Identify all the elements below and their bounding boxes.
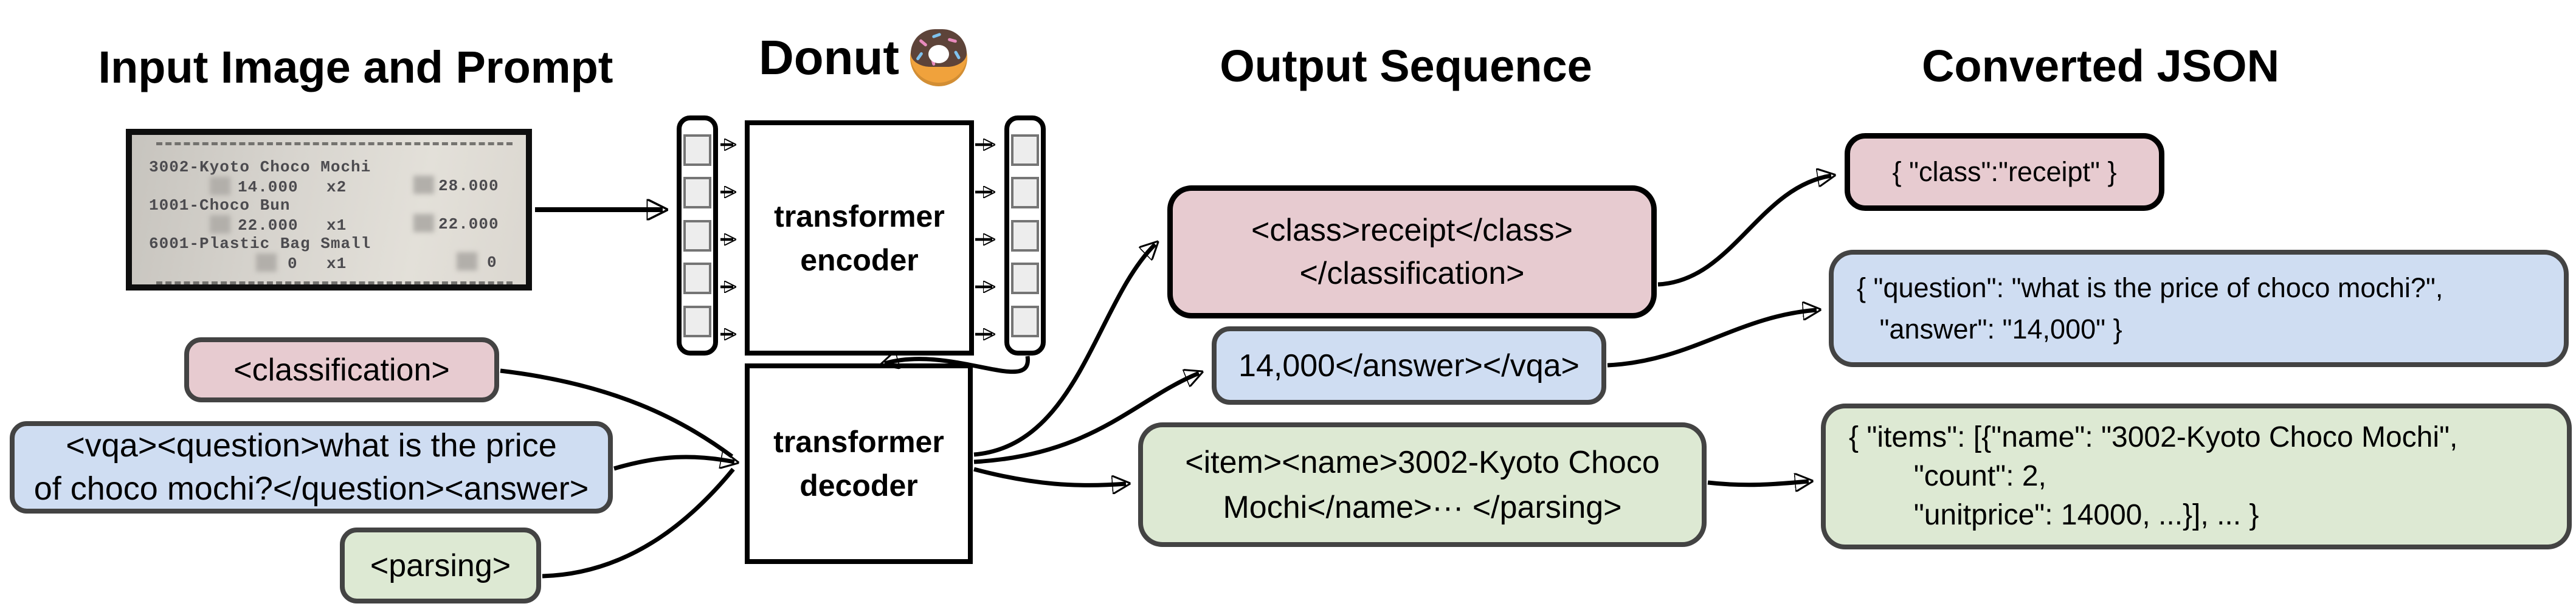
token-square	[1011, 263, 1039, 294]
arrow-decoder-to-output-parsing	[973, 467, 1126, 485]
redaction-patch	[256, 253, 277, 272]
output-parsing-line2: Mochi</name>··· </parsing>	[1223, 489, 1622, 525]
receipt-item-name: 6001-Plastic Bag Small	[149, 235, 371, 253]
model-title-text: Donut	[759, 30, 900, 84]
receipt-qty: x2	[326, 178, 347, 196]
receipt-item-name: 3002-Kyoto Choco Mochi	[149, 158, 371, 176]
column-title-model: Donut	[759, 29, 968, 86]
receipt-qty: x1	[326, 255, 347, 273]
token-square	[1011, 177, 1039, 208]
donut-icon	[910, 29, 968, 86]
transformer-decoder-box: transformer decoder	[745, 363, 973, 564]
redaction-patch	[413, 214, 434, 232]
token-square	[683, 177, 711, 208]
column-title-output: Output Sequence	[1220, 41, 1592, 91]
encoder-label-line2: encoder	[800, 242, 919, 277]
receipt-item-name: 1001-Choco Bun	[149, 196, 291, 215]
token-square	[1011, 219, 1039, 252]
json-box-classification: { "class":"receipt" }	[1845, 133, 2164, 211]
arrow-output-to-json-parsing	[1707, 481, 1809, 485]
transformer-encoder-box: transformer encoder	[745, 120, 974, 356]
output-box-vqa: 14,000</answer></vqa>	[1212, 326, 1606, 405]
prompt-classification-text: <classification>	[233, 352, 450, 388]
decoder-label-line1: transformer	[773, 425, 944, 459]
token-square	[1011, 134, 1039, 166]
receipt-price: 14.000	[238, 178, 299, 196]
output-vqa-line1: 14,000</answer></vqa>	[1238, 348, 1580, 383]
receipt-qty: x1	[326, 216, 347, 235]
arrow-output-to-json-classification	[1657, 176, 1831, 287]
encoder-label-line1: transformer	[774, 199, 945, 233]
json-vqa-line1: { "question": "what is the price of choc…	[1857, 272, 2443, 303]
token-square	[1011, 305, 1039, 337]
receipt-price: 0	[288, 255, 298, 273]
token-square	[683, 305, 711, 337]
json-parsing-line1: { "items": [{"name": "3002-Kyoto Choco M…	[1849, 421, 2458, 453]
redaction-patch	[457, 252, 477, 270]
json-parsing-line2: "count": 2,	[1849, 460, 2046, 492]
redaction-patch	[210, 215, 230, 233]
encoder-output-token-strip	[1004, 115, 1046, 356]
output-classification-line1: <class>receipt</class>	[1251, 212, 1573, 248]
json-box-vqa: { "question": "what is the price of choc…	[1829, 250, 2569, 367]
receipt-rule-top	[156, 142, 513, 145]
output-parsing-line1: <item><name>3002-Kyoto Choco	[1185, 444, 1660, 480]
json-box-parsing: { "items": [{"name": "3002-Kyoto Choco M…	[1821, 404, 2572, 549]
arrow-output-to-json-vqa	[1607, 310, 1817, 368]
column-title-input: Input Image and Prompt	[98, 42, 613, 92]
decoder-label-line2: decoder	[799, 469, 918, 503]
arrow-decoder-to-output-classification	[973, 244, 1155, 457]
json-classification-line1: { "class":"receipt" }	[1892, 156, 2117, 187]
encoder-input-token-strip	[677, 115, 718, 356]
token-square	[683, 263, 711, 294]
output-box-classification: <class>receipt</class> </classification>	[1167, 185, 1657, 318]
arrow-prompt-vqa-to-decoder	[613, 457, 734, 471]
receipt-image: 3002-Kyoto Choco Mochi 14.000 x2 28.000 …	[126, 129, 532, 291]
column-title-json: Converted JSON	[1921, 41, 2280, 91]
receipt-rule-bottom	[156, 281, 513, 284]
token-square	[683, 134, 711, 166]
receipt-total: 28.000	[438, 177, 499, 195]
output-box-parsing: <item><name>3002-Kyoto Choco Mochi</name…	[1138, 422, 1707, 547]
prompt-vqa-line2: of choco mochi?</question><answer>	[33, 470, 589, 507]
prompt-parsing-text: <parsing>	[370, 548, 511, 583]
token-square	[683, 219, 711, 252]
receipt-total: 0	[487, 253, 497, 272]
prompt-vqa-line1: <vqa><question>what is the price	[66, 427, 557, 464]
prompt-box-classification: <classification>	[184, 337, 499, 402]
json-parsing-line3: "unitprice": 14000, ...}], ... }	[1849, 499, 2259, 531]
json-vqa-line2: "answer": "14,000" }	[1857, 313, 2122, 345]
prompt-box-parsing: <parsing>	[340, 528, 541, 603]
prompt-box-vqa: <vqa><question>what is the price of choc…	[10, 421, 613, 514]
output-classification-line2: </classification>	[1299, 255, 1525, 291]
redaction-patch	[413, 176, 434, 194]
redaction-patch	[210, 177, 230, 195]
receipt-price: 22.000	[238, 216, 299, 235]
receipt-total: 22.000	[438, 215, 499, 233]
